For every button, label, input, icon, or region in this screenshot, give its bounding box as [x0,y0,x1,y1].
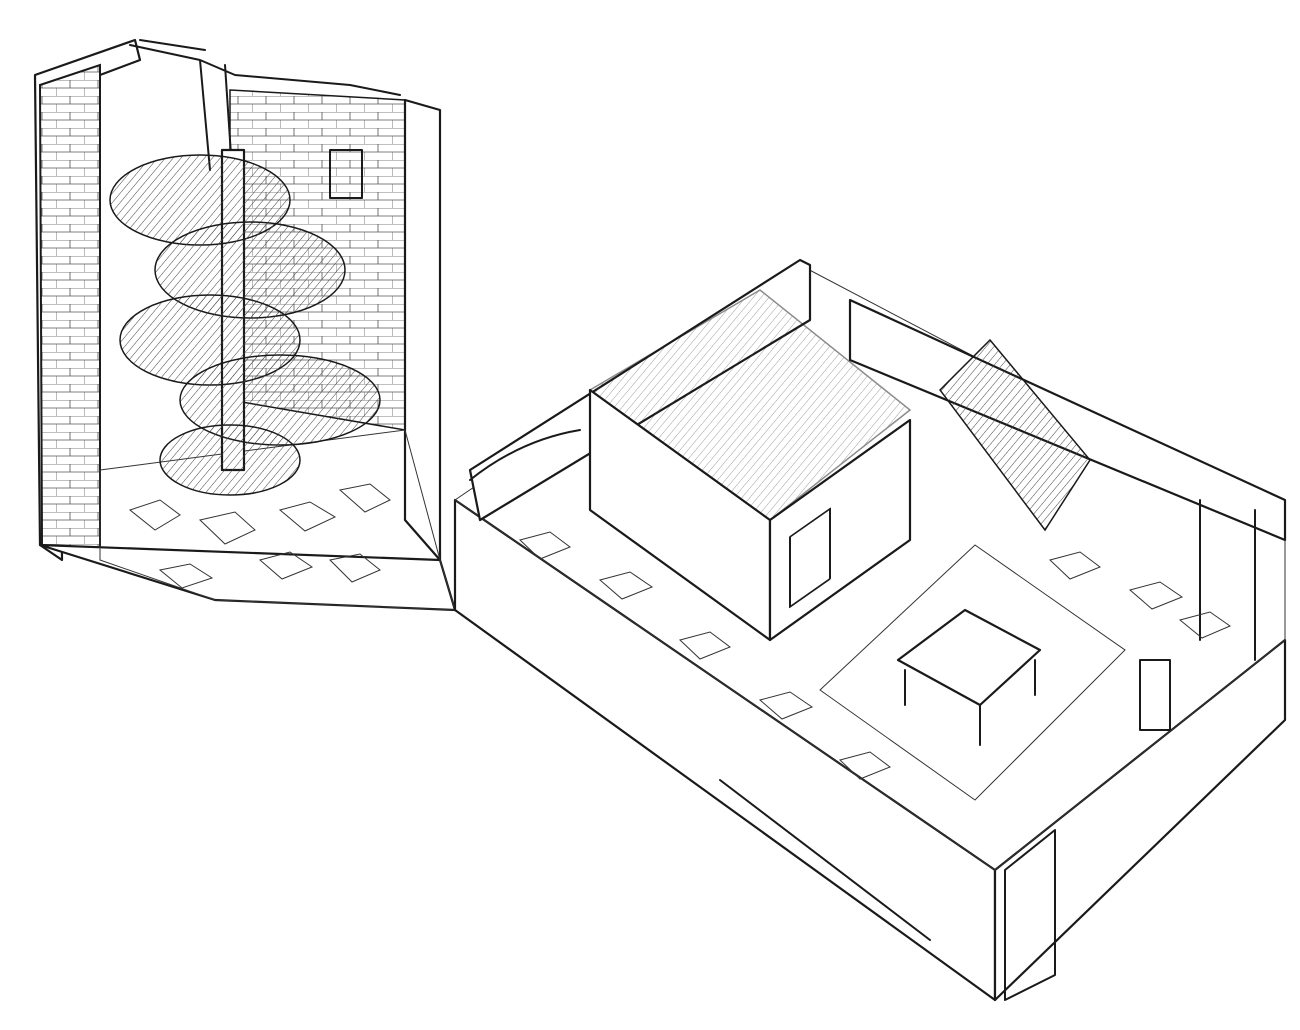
right-wall-window [1139,659,1171,731]
tower-floor-front [38,543,457,612]
house-pipes [469,429,1256,941]
tower-window [329,149,363,199]
house-right-back-wall [848,298,1287,542]
spiral-staircase [109,148,381,496]
house-cobbles [519,531,1232,780]
tower-left-brick-wall [38,63,101,562]
main-house [453,258,1287,1002]
kitchen-room-floor [588,289,912,521]
kitchen-door [789,507,831,609]
tower-right-pillar [403,98,442,562]
straight-staircase [939,338,1091,532]
dining-table [896,608,1042,707]
tower-pipe [129,39,401,171]
rug [819,544,1126,801]
table-legs [904,659,1036,746]
kitchen-room-right-wall [768,418,912,642]
stair-tower [33,38,457,612]
front-door [1004,829,1056,1001]
tower-cobbles [128,483,391,589]
